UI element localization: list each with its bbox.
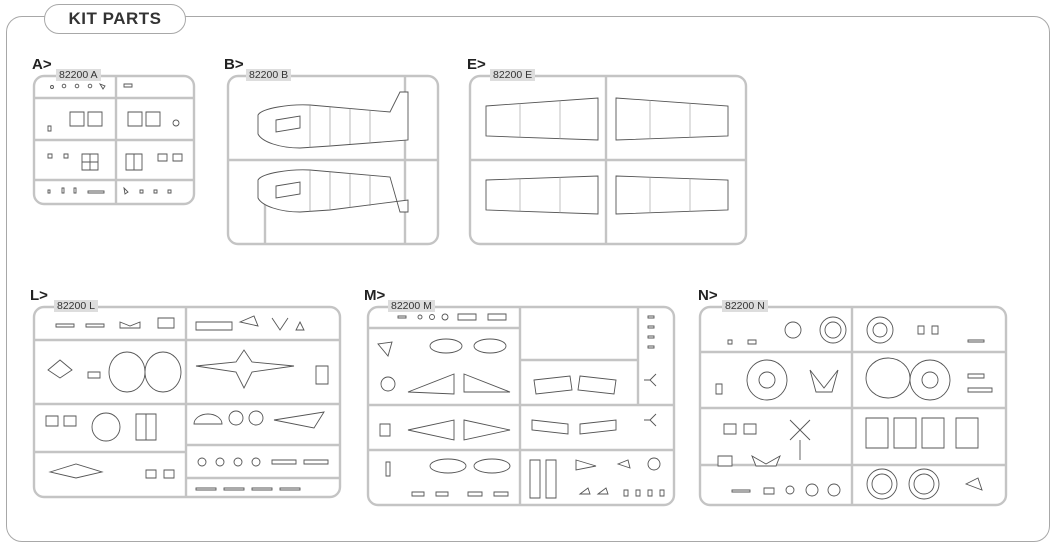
sprue-n-frame [698, 305, 1008, 507]
sprue-e-code: 82200 E [490, 69, 536, 81]
sprue-m-letter: M> [364, 287, 386, 304]
sprue-m-frame [366, 305, 676, 507]
sprue-b-frame [226, 74, 440, 246]
sprue-b-code: 82200 B [246, 69, 292, 81]
sprue-b-parts [257, 91, 409, 213]
title-tab: KIT PARTS [44, 4, 186, 34]
sprue-l-parts [45, 315, 329, 491]
sprue-e-frame [468, 74, 748, 246]
sprue-a-parts [47, 83, 183, 195]
sprue-l-frame [32, 305, 342, 499]
sprue-m-parts [377, 313, 665, 499]
sprue-a-frame [32, 74, 196, 206]
page-title: KIT PARTS [68, 9, 162, 28]
sprue-a-code: 82200 A [56, 69, 101, 81]
sprue-e-parts [485, 97, 729, 215]
sprue-e-letter: E> [467, 56, 486, 73]
sprue-l-letter: L> [30, 287, 48, 304]
sprue-b-letter: B> [224, 56, 244, 73]
sprue-n-code: 82200 N [722, 300, 768, 312]
sprue-n-letter: N> [698, 287, 718, 304]
kit-parts-frame [6, 16, 1050, 542]
sprue-m-code: 82200 M [388, 300, 435, 312]
sprue-l-code: 82200 L [54, 300, 98, 312]
sprue-a-letter: A> [32, 56, 52, 73]
sprue-n-parts [715, 316, 993, 500]
